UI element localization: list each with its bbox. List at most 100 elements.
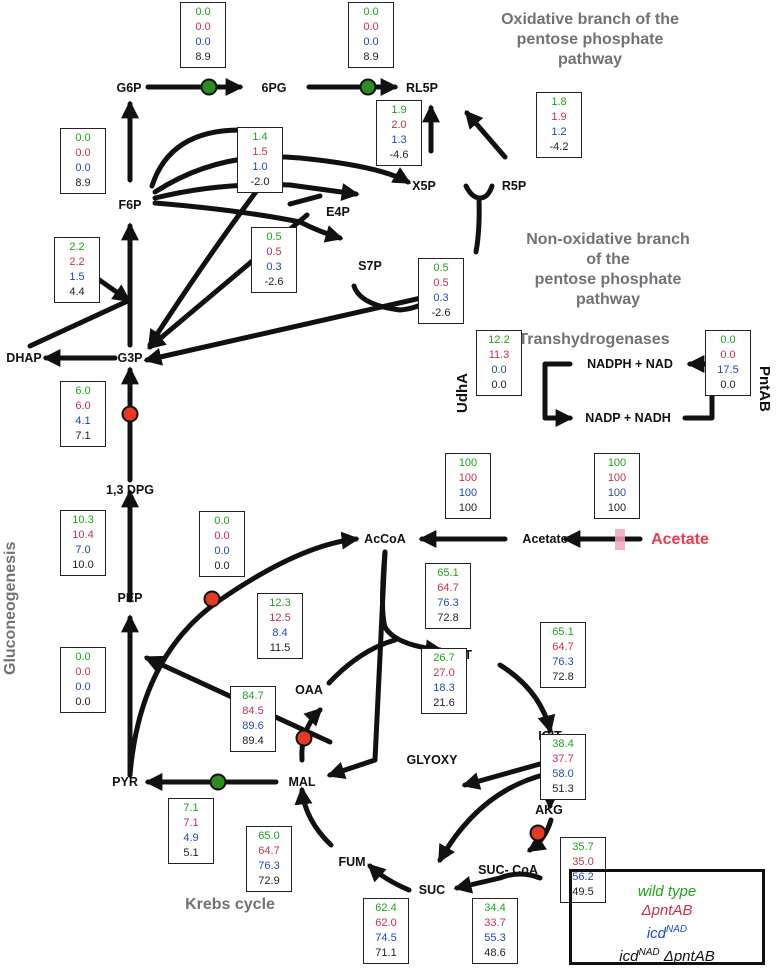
flux-value: 55.3 — [484, 932, 506, 944]
metabolite-r5p: R5P — [501, 179, 527, 193]
flux-box-acetate-accoa: 100 100 100 100 — [445, 453, 491, 519]
flux-value: 5.1 — [183, 847, 199, 859]
flux-value: 0.0 — [195, 6, 211, 18]
flux-value: 18.3 — [433, 682, 455, 694]
flux-value: 6.0 — [75, 400, 91, 412]
flux-value: 10.3 — [72, 514, 94, 526]
flux-value: 51.3 — [552, 783, 574, 795]
flux-value: 71.1 — [375, 947, 397, 959]
metabolite-akg: AKG — [535, 803, 563, 817]
metabolite-mal: MAL — [288, 775, 316, 789]
metabolite-suc: SUC — [418, 883, 446, 897]
flux-value: 1.9 — [551, 111, 567, 123]
flux-value: 0.0 — [491, 379, 507, 391]
flux-value: 8.9 — [363, 51, 379, 63]
flux-value: 89.6 — [242, 720, 264, 732]
flux-value: 0.3 — [433, 292, 449, 304]
flux-value: 34.4 — [484, 902, 506, 914]
legend-icd-nad-pntab: icdNAD ΔpntAB — [619, 947, 715, 965]
flux-value: 100 — [458, 502, 478, 514]
metabolite-6pg: 6PG — [261, 81, 287, 95]
flux-value: -2.6 — [264, 276, 284, 288]
flux-value: 21.6 — [433, 697, 455, 709]
flux-value: 0.0 — [214, 545, 230, 557]
flux-value: 58.0 — [552, 768, 574, 780]
flux-value: 1.5 — [69, 271, 85, 283]
flux-value: 2.0 — [391, 119, 407, 131]
flux-value: 1.9 — [391, 104, 407, 116]
reaction-marker-mal-oaa-down — [295, 729, 313, 747]
flux-value: 0.0 — [720, 334, 736, 346]
metabolite-dhap: DHAP — [6, 351, 42, 365]
flux-value: 2.2 — [69, 256, 85, 268]
flux-value: 100 — [607, 457, 627, 469]
flux-value: 10.4 — [72, 529, 94, 541]
flux-value: 7.1 — [183, 802, 199, 814]
flux-value: -4.6 — [389, 149, 409, 161]
flux-value: 0.0 — [195, 21, 211, 33]
flux-value: 7.1 — [183, 817, 199, 829]
flux-value: 0.0 — [195, 36, 211, 48]
flux-value: 65.1 — [552, 626, 574, 638]
flux-value: 11.5 — [269, 642, 291, 654]
flux-value: 0.0 — [75, 132, 91, 144]
flux-value: 37.7 — [552, 753, 574, 765]
flux-value: 1.3 — [391, 134, 407, 146]
section-transhydrogenases: Transhydrogenases — [518, 331, 670, 348]
flux-value: 1.0 — [252, 161, 268, 173]
flux-value: 100 — [458, 457, 478, 469]
metabolite-succoa: SUC- CoA — [478, 863, 538, 877]
flux-value: 62.4 — [375, 902, 397, 914]
flux-value: 0.0 — [214, 560, 230, 572]
metabolite-g6p: G6P — [116, 81, 142, 95]
flux-value: 76.3 — [552, 656, 574, 668]
flux-value: 100 — [607, 472, 627, 484]
flux-value: 7.1 — [75, 430, 91, 442]
flux-value: -2.0 — [250, 176, 270, 188]
flux-value: 0.0 — [75, 666, 91, 678]
flux-value: 12.5 — [269, 612, 291, 624]
metabolite-acetate: Acetate — [522, 532, 568, 546]
flux-value: 35.0 — [572, 856, 594, 868]
flux-value: 89.4 — [242, 735, 264, 747]
flux-value: 84.5 — [242, 705, 264, 717]
flux-value: 64.7 — [258, 845, 280, 857]
reaction-marker-pep-accoa-down — [203, 590, 221, 608]
flux-value: 12.3 — [269, 597, 291, 609]
flux-value: -2.6 — [431, 307, 451, 319]
flux-value: 0.0 — [75, 162, 91, 174]
metabolite-e4p: E4P — [326, 205, 350, 219]
flux-value: 0.5 — [433, 262, 449, 274]
flux-value: 12.2 — [488, 334, 510, 346]
flux-value: 2.2 — [69, 241, 85, 253]
flux-value: 0.0 — [214, 530, 230, 542]
flux-value: 65.1 — [437, 567, 459, 579]
flux-value: 0.3 — [266, 261, 282, 273]
flux-value: 72.8 — [437, 612, 459, 624]
flux-value: 11.3 — [488, 349, 510, 361]
flux-value: 65.0 — [258, 830, 280, 842]
flux-value: 35.7 — [572, 841, 594, 853]
flux-value: 0.5 — [433, 277, 449, 289]
reaction-marker-6pg-rl5p-up — [359, 78, 377, 96]
flux-value: 0.0 — [720, 379, 736, 391]
flux-value: 0.0 — [75, 651, 91, 663]
flux-value: -4.2 — [549, 141, 569, 153]
flux-value: 84.7 — [242, 690, 264, 702]
acetate-uptake-marker — [615, 529, 625, 550]
metabolite-fum: FUM — [338, 855, 366, 869]
flux-value: 100 — [458, 487, 478, 499]
flux-value: 100 — [458, 472, 478, 484]
flux-value: 0.0 — [363, 6, 379, 18]
flux-box-transketolase-2: 0.5 0.5 0.3 -2.6 — [418, 258, 464, 324]
